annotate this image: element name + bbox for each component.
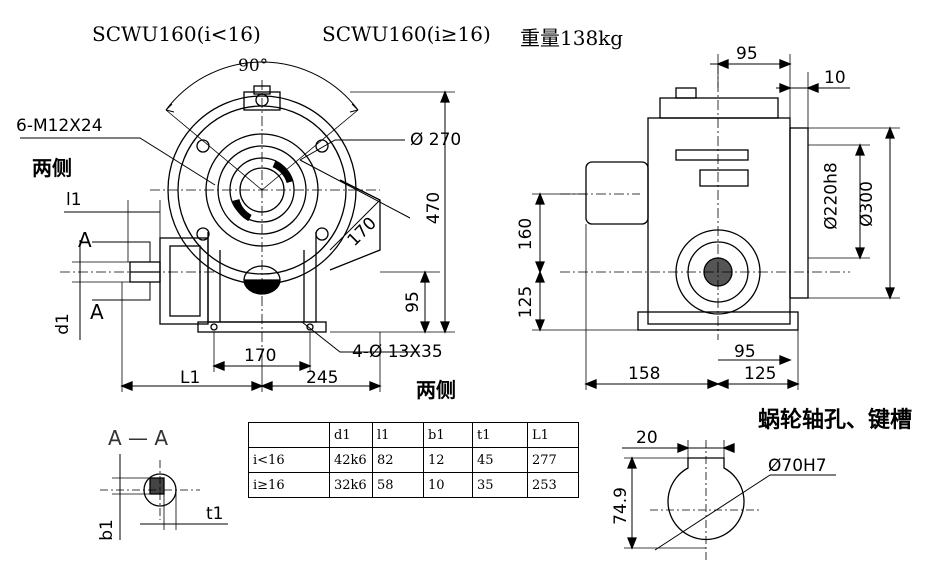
table-cell: i<16 xyxy=(248,447,330,473)
bolt-top-label: 6-M12X24 xyxy=(16,116,103,136)
table-header-cell: l1 xyxy=(372,422,424,448)
dia300-label: Ø300 xyxy=(856,181,877,227)
dim95-v-label: 95 xyxy=(402,291,423,313)
table-cell: 45 xyxy=(472,447,528,473)
both-sides-left: 两侧 xyxy=(32,156,72,180)
both-sides-bottom: 两侧 xyxy=(416,378,456,402)
d1-label: d1 xyxy=(52,313,73,335)
base170-label: 170 xyxy=(244,346,277,366)
L1-label: L1 xyxy=(180,368,201,388)
section-a-bottom: A xyxy=(90,300,104,324)
table-row: i≥16 32k6 58 10 35 253 xyxy=(248,472,579,498)
table-header-cell: d1 xyxy=(329,422,373,448)
bore70-label: Ø70H7 xyxy=(768,456,827,476)
dia220-label: Ø220h8 xyxy=(821,162,842,230)
dim158-label: 158 xyxy=(628,364,661,384)
front-view xyxy=(20,61,455,392)
table-header-cell: L1 xyxy=(527,422,579,448)
right-125-label: 125 xyxy=(744,364,777,384)
dim74-9-label: 74.9 xyxy=(610,487,631,525)
right-95-top-label: 95 xyxy=(736,44,758,64)
right-10-label: 10 xyxy=(824,68,846,88)
right-95-bottom-label: 95 xyxy=(734,342,756,362)
table-header-cell: b1 xyxy=(423,422,473,448)
bolt-bottom-label: 4-Ø 13X35 xyxy=(352,342,443,362)
dim245-label: 245 xyxy=(306,368,339,388)
table-cell: 58 xyxy=(372,472,424,498)
section-a-top: A xyxy=(78,228,92,252)
table-cell: 42k6 xyxy=(329,447,373,473)
model-low-title: SCWU160(i<16) xyxy=(92,22,261,46)
t1-label: t1 xyxy=(206,504,224,524)
angle-label: 90° xyxy=(238,56,269,76)
table-header-row: d1 l1 b1 t1 L1 xyxy=(248,422,579,448)
dia270-label: Ø 270 xyxy=(410,130,462,150)
table-cell: 82 xyxy=(372,447,424,473)
b1-label: b1 xyxy=(96,519,117,541)
weight-label: 重量138kg xyxy=(520,26,624,50)
table-header-cell: t1 xyxy=(472,422,528,448)
table-cell: 12 xyxy=(423,447,473,473)
table-row: i<16 42k6 82 12 45 277 xyxy=(248,447,579,473)
dim470-label: 470 xyxy=(424,191,445,225)
section-a-a xyxy=(100,454,228,540)
side-view xyxy=(532,54,900,390)
model-high-title: SCWU160(i≥16) xyxy=(322,22,491,46)
spec-table: d1 l1 b1 t1 L1 i<16 42k6 82 12 45 277 i≥… xyxy=(248,422,579,498)
table-cell: 35 xyxy=(472,472,528,498)
key20-label: 20 xyxy=(636,428,658,448)
section-title: A — A xyxy=(108,426,169,450)
table-cell: 253 xyxy=(527,472,579,498)
dim160-label: 160 xyxy=(516,217,537,251)
table-cell: 10 xyxy=(423,472,473,498)
worm-bore-title: 蜗轮轴孔、键槽 xyxy=(758,408,913,433)
l1-label: l1 xyxy=(66,190,82,210)
table-cell: i≥16 xyxy=(248,472,330,498)
table-header-cell xyxy=(248,422,330,448)
table-cell: 277 xyxy=(527,447,579,473)
dim125-v-label: 125 xyxy=(516,285,537,319)
worm-bore-detail xyxy=(622,440,836,560)
table-cell: 32k6 xyxy=(329,472,373,498)
